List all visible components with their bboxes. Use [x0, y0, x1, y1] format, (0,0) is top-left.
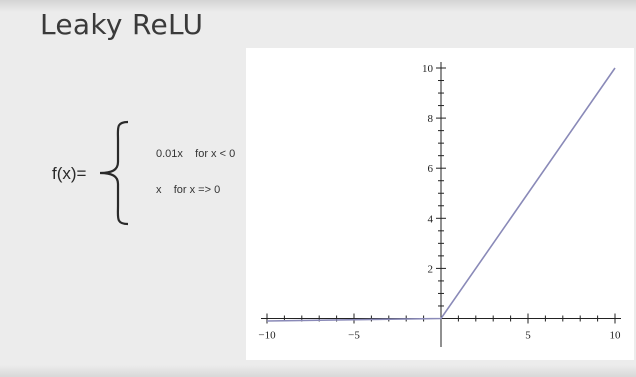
case-negative: 0.01x for x < 0: [156, 148, 235, 160]
case-nonnegative-condition: for x => 0: [173, 184, 221, 196]
x-tick-label: −10: [258, 329, 276, 341]
slide-title: Leaky ReLU: [40, 8, 204, 41]
slide-bottom-band: [0, 365, 636, 377]
slide-top-band: [0, 0, 636, 12]
case-nonnegative-expr: x: [156, 184, 162, 196]
function-label: f(x)=: [52, 164, 87, 183]
x-tick-label: 5: [525, 329, 531, 341]
y-tick-label: 6: [428, 163, 434, 175]
plot-panel: −10 −5 5 10 2 4 6 8 10: [246, 48, 634, 360]
x-tick-label: 10: [610, 329, 622, 341]
y-tick-label: 10: [422, 63, 434, 75]
curly-brace: [99, 120, 129, 226]
y-tick-label: 2: [428, 263, 434, 275]
x-tick-label: −5: [348, 329, 360, 341]
series-line: [266, 67, 616, 322]
case-negative-expr: 0.01x: [156, 148, 183, 160]
case-negative-condition: for x < 0: [195, 148, 236, 160]
case-nonnegative: x for x => 0: [156, 184, 220, 196]
y-tick-label: 4: [428, 213, 434, 225]
y-tick-label: 8: [428, 113, 434, 125]
leaky-relu-chart: −10 −5 5 10 2 4 6 8 10: [258, 62, 622, 347]
